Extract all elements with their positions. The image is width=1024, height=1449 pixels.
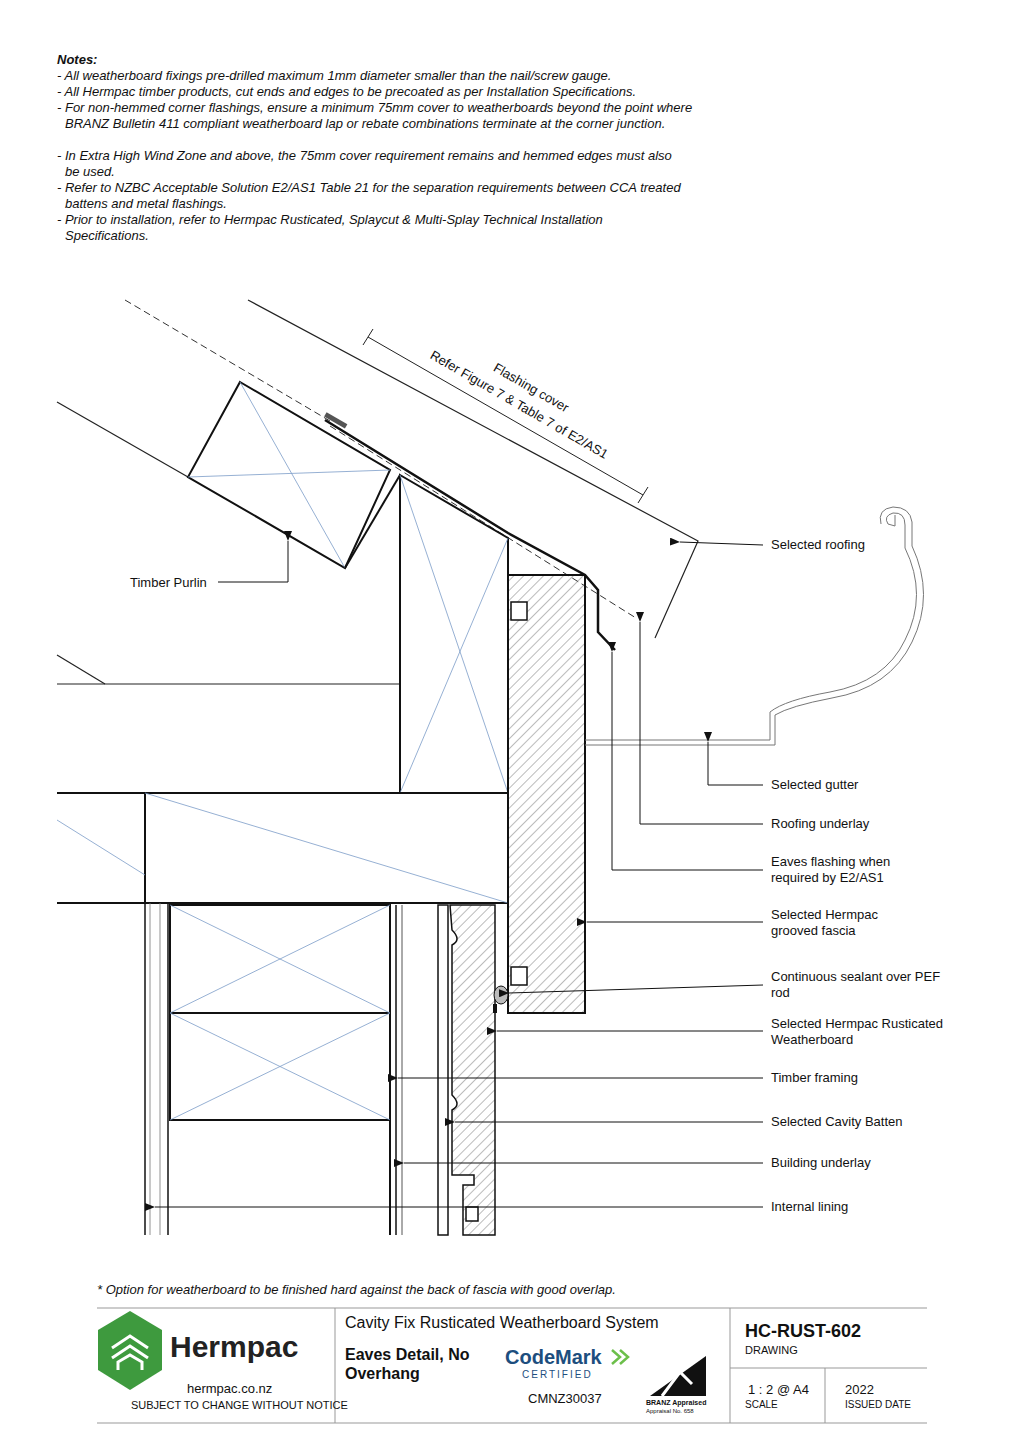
drawing-number: HC-RUST-602 [745, 1321, 861, 1342]
part-label: Eaves flashing when required by E2/AS1 [771, 854, 921, 886]
certificate-number: CMNZ30037 [528, 1391, 602, 1407]
part-label: Selected Hermpac Rusticated Weatherboard [771, 1016, 946, 1048]
note: - In Extra High Wind Zone and above, the… [57, 148, 675, 180]
scale-value: 1 : 2 @ A4 [748, 1382, 809, 1398]
footnote: * Option for weatherboard to be finished… [97, 1282, 616, 1298]
part-label: Continuous sealant over PEF rod [771, 969, 941, 1001]
note: - Prior to installation, refer to Hermpa… [57, 212, 685, 244]
field-caption: ISSUED DATE [845, 1399, 911, 1411]
appraisal-mark: BRANZ Appraised [646, 1399, 706, 1407]
drawing-title: Eaves Detail, No Overhang [345, 1345, 505, 1383]
system-name: Cavity Fix Rusticated Weatherboard Syste… [345, 1313, 659, 1332]
note: - For non-hemmed corner flashings, ensur… [57, 100, 705, 132]
part-label: Roofing underlay [771, 816, 869, 832]
part-label: Selected Cavity Batten [771, 1114, 903, 1130]
part-label: Selected Hermpac grooved fascia [771, 907, 911, 939]
appraisal-number: Appraisal No. 658 [646, 1408, 694, 1415]
part-label: Timber framing [771, 1070, 858, 1086]
part-label: Selected gutter [771, 777, 858, 793]
part-label: Internal lining [771, 1199, 848, 1215]
date-value: 2022 [845, 1382, 874, 1398]
brand-name: Hermpac [170, 1330, 298, 1364]
part-label: Timber Purlin [130, 575, 207, 591]
notes-heading: Notes: [57, 52, 717, 68]
certification-sub: CERTIFIED [522, 1369, 593, 1381]
part-label: Selected roofing [771, 537, 865, 553]
disclaimer: SUBJECT TO CHANGE WITHOUT NOTICE [131, 1399, 348, 1412]
note: - All weatherboard fixings pre-drilled m… [57, 68, 725, 84]
website: hermpac.co.nz [187, 1381, 272, 1397]
field-caption: SCALE [745, 1399, 778, 1411]
certification-name: CodeMark [505, 1346, 602, 1368]
note: - All Hermpac timber products, cut ends … [57, 84, 725, 100]
field-caption: DRAWING [745, 1344, 798, 1357]
note: - Refer to NZBC Acceptable Solution E2/A… [57, 180, 705, 212]
part-label: Building underlay [771, 1155, 871, 1171]
